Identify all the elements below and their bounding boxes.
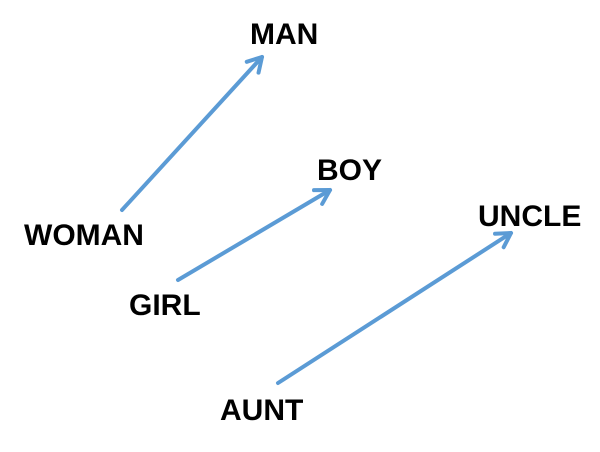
arrow-woman-to-man	[120, 55, 264, 212]
arrow-shaft	[276, 231, 513, 385]
word-aunt: AUNT	[220, 394, 304, 427]
arrow-aunt-to-uncle	[276, 231, 513, 385]
word-man: MAN	[250, 18, 319, 51]
arrow-shaft	[120, 55, 264, 212]
word-woman: WOMAN	[24, 219, 144, 252]
arrow-head	[312, 188, 332, 206]
arrow-head	[493, 231, 513, 250]
arrow-head	[244, 55, 264, 75]
word-girl: GIRL	[129, 289, 201, 322]
word-boy: BOY	[317, 154, 383, 187]
arrow-shaft	[176, 188, 332, 282]
arrow-girl-to-boy	[176, 188, 332, 282]
word-uncle: UNCLE	[478, 200, 582, 233]
